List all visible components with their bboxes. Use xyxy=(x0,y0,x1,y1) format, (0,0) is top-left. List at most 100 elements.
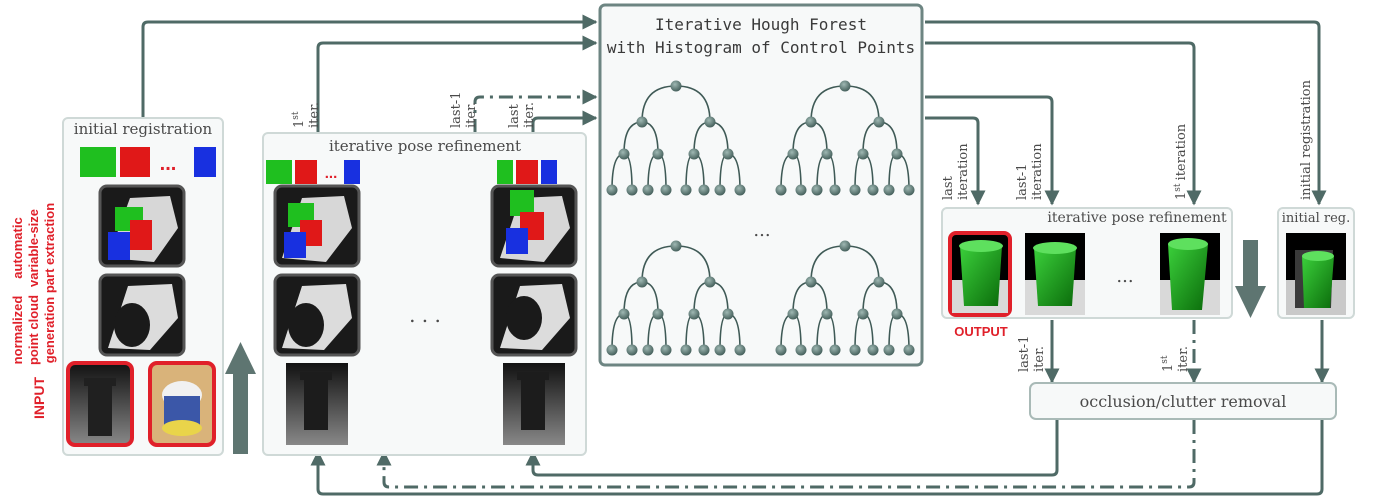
tree-node xyxy=(704,116,716,128)
tree-node xyxy=(704,276,716,288)
tree-node xyxy=(688,148,700,160)
tree-node xyxy=(606,344,618,356)
part-swatches-dots: ... xyxy=(160,153,177,175)
tree-node xyxy=(883,184,895,196)
mid-segmented-cloud-last xyxy=(490,184,578,268)
tree-node xyxy=(821,308,833,320)
top-label-last1-iter: last-1 iter. xyxy=(449,92,479,128)
tree-node xyxy=(857,308,869,320)
arrow-forest-to-initial-registration xyxy=(925,20,1327,206)
side-label-part-extraction: automatic variable-size part extraction xyxy=(10,203,57,293)
svg-text:1st: 1st xyxy=(291,111,307,128)
output-green-cup xyxy=(948,231,1012,317)
tree-node xyxy=(903,344,915,356)
label-first-iteration: 1stiteration xyxy=(1173,123,1189,200)
first-green-cup xyxy=(1160,233,1220,315)
svg-text:point cloud: point cloud xyxy=(26,295,41,365)
segmented-point-cloud-icon xyxy=(98,184,186,268)
tree-node xyxy=(606,184,618,196)
svg-text:iter.: iter. xyxy=(307,102,322,128)
mid-part-swatches-left: ... xyxy=(266,160,360,184)
svg-text:last: last xyxy=(507,103,522,128)
mid-segmented-cloud-first xyxy=(273,184,361,268)
tree-node xyxy=(857,148,869,160)
right-refinement-frame xyxy=(941,207,1233,319)
tree-node xyxy=(714,184,726,196)
tree-node xyxy=(618,148,630,160)
tree-node xyxy=(787,148,799,160)
svg-text:iter.: iter. xyxy=(1032,346,1047,372)
return-arrow-inner xyxy=(525,420,1059,477)
svg-text:normalized: normalized xyxy=(10,296,25,365)
tree-node xyxy=(821,148,833,160)
tree-node xyxy=(642,344,654,356)
tree-node xyxy=(698,344,710,356)
left-panel: initial registration ... xyxy=(10,117,224,456)
tree-node xyxy=(660,184,672,196)
tree-node xyxy=(626,184,638,196)
right-refinement-title: iterative pose refinement xyxy=(1047,210,1227,226)
label-below-last1-iter: last-1 iter. xyxy=(1017,336,1047,372)
tree-node xyxy=(883,344,895,356)
middle-panel-title: iterative pose refinement xyxy=(329,137,521,155)
initial-reg-title: initial reg. xyxy=(1282,211,1350,226)
arrow-last1-iter-to-forest xyxy=(473,89,598,133)
tree-node xyxy=(670,80,682,92)
right-refinement-panel: iterative pose refinement ... OUTPUT xyxy=(941,207,1233,339)
svg-text:generation: generation xyxy=(42,297,57,364)
svg-text:last: last xyxy=(941,175,956,200)
svg-text:1st: 1st xyxy=(1160,355,1176,372)
tree-node xyxy=(849,184,861,196)
tree-node xyxy=(688,308,700,320)
forest-ellipsis: ... xyxy=(753,220,770,241)
tree-node xyxy=(873,116,885,128)
label-below-first-iter: 1st iter. xyxy=(1160,346,1191,372)
svg-text:iteration: iteration xyxy=(956,143,971,200)
svg-text:variable-size: variable-size xyxy=(26,209,41,287)
normalized-point-cloud-icon xyxy=(98,273,186,357)
tree-node xyxy=(891,308,903,320)
svg-text:...: ... xyxy=(325,165,338,182)
mid-part-swatches-right xyxy=(497,160,557,184)
return-arrow-outer xyxy=(310,420,1324,496)
big-up-arrow xyxy=(225,342,256,454)
tree-node xyxy=(873,276,885,288)
svg-text:1stiteration: 1stiteration xyxy=(1173,123,1189,200)
svg-text:initial registration: initial registration xyxy=(1299,79,1314,200)
tree-node xyxy=(839,240,851,252)
tree-node xyxy=(811,344,823,356)
arrow-forest-to-last1-iteration xyxy=(925,95,1060,206)
occlusion-label: occlusion/clutter removal xyxy=(1080,392,1287,411)
initial-reg-panel: initial reg. xyxy=(1277,207,1355,319)
tree-node xyxy=(680,344,692,356)
last1-green-cup xyxy=(1025,233,1085,315)
label-last1-iteration: last-1 iteration xyxy=(1015,143,1045,200)
arrow-forest-to-last-iteration xyxy=(925,116,986,206)
output-label: OUTPUT xyxy=(954,324,1008,339)
tree-node xyxy=(867,184,879,196)
mid-normalized-cloud-first xyxy=(273,273,361,357)
input-depth-image xyxy=(66,361,134,447)
occlusion-clutter-removal-box: occlusion/clutter removal xyxy=(1029,382,1337,420)
tree-node xyxy=(652,308,664,320)
svg-text:part extraction: part extraction xyxy=(42,203,57,293)
tree-node xyxy=(775,344,787,356)
svg-text:iter.: iter. xyxy=(1176,346,1191,372)
input-rgb-image xyxy=(148,361,216,447)
tree-node xyxy=(849,344,861,356)
tree-node xyxy=(670,240,682,252)
svg-text:iteration: iteration xyxy=(1030,143,1045,200)
svg-text:last-1: last-1 xyxy=(449,92,464,128)
tree-node xyxy=(680,184,692,196)
forest-panel: Iterative Hough Forest with Histogram of… xyxy=(598,3,924,367)
initial-reg-green-cup xyxy=(1286,233,1346,315)
big-down-arrow xyxy=(1235,240,1266,318)
part-swatches: ... xyxy=(80,147,216,177)
tree-node xyxy=(618,308,630,320)
side-label-normalized-point-cloud: normalized point cloud generation xyxy=(10,295,57,365)
tree-node xyxy=(734,344,746,356)
tree-node xyxy=(722,308,734,320)
arrow-first-iter-to-forest xyxy=(316,35,598,133)
tree-node xyxy=(811,184,823,196)
hough-trees xyxy=(606,80,915,356)
